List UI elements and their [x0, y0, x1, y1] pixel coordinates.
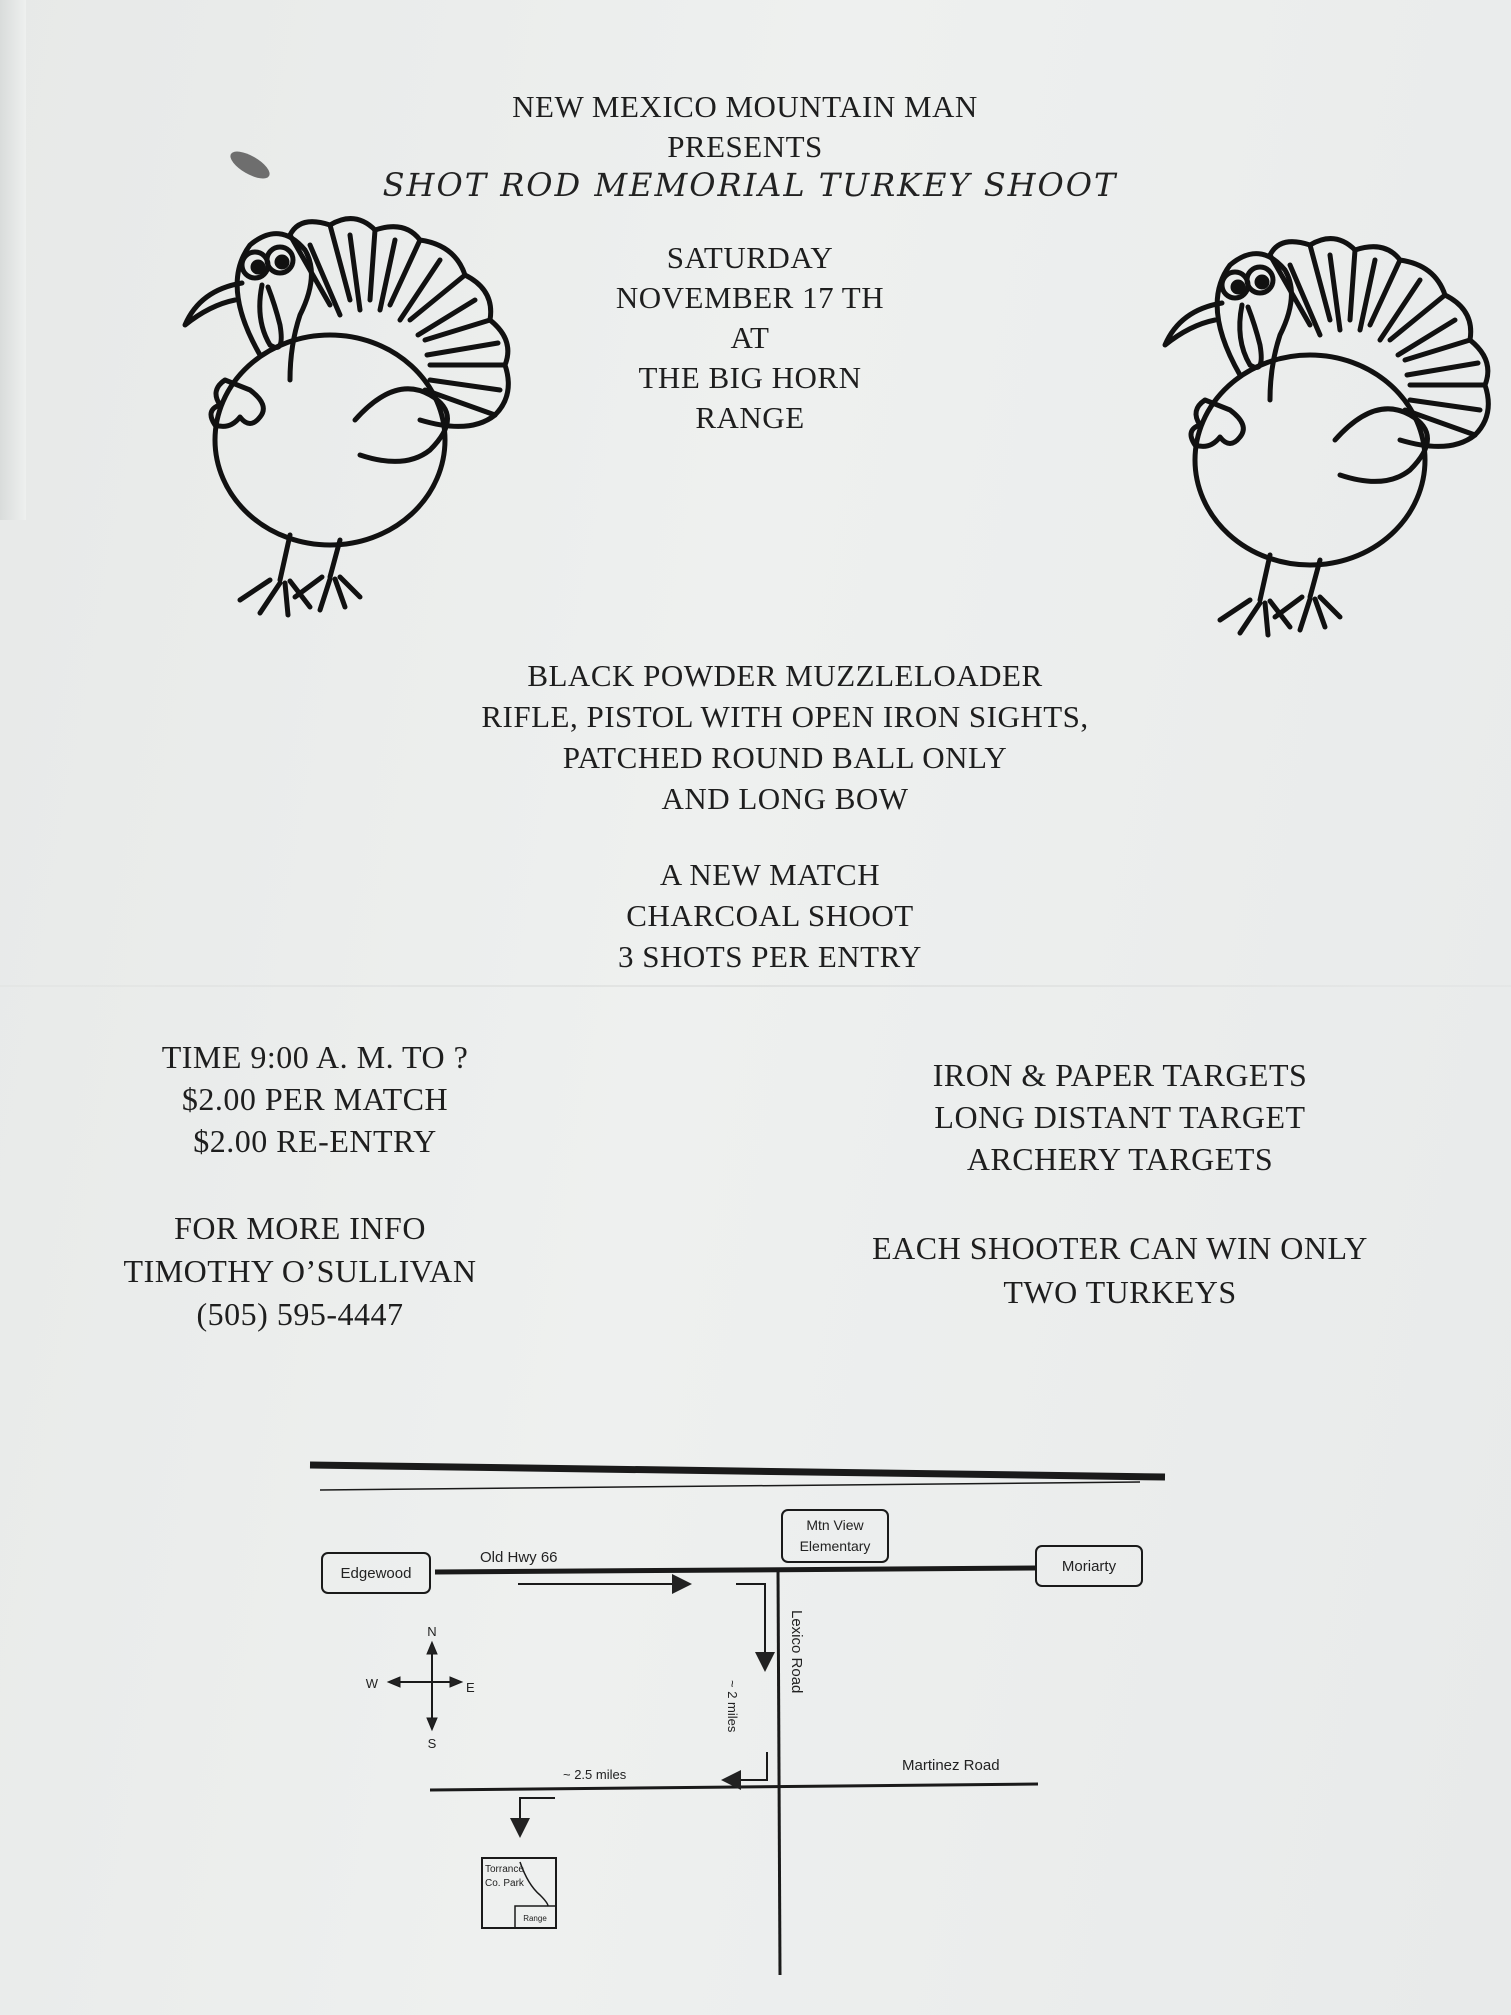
time-block: TIME 9:00 A. M. TO ? $2.00 PER MATCH $2.…: [105, 1036, 525, 1162]
turkey-illustration-icon: [182, 216, 511, 618]
compass-e-label: E: [466, 1680, 475, 1695]
reentry-line: $2.00 RE-ENTRY: [193, 1123, 437, 1159]
range-label: Range: [523, 1914, 547, 1923]
target-line: ARCHERY TARGETS: [966, 1141, 1274, 1177]
time-line: TIME 9:00 A. M. TO ?: [161, 1039, 469, 1075]
edgewood-label: Edgewood: [341, 1565, 412, 1582]
date-day: SATURDAY: [666, 240, 834, 275]
arrow-icon: [736, 1583, 775, 1672]
park-label: Torrance: [485, 1864, 524, 1875]
event-title: SHOT ROD MEMORIAL TURKEY SHOOT: [382, 166, 1118, 204]
new-match-line: CHARCOAL SHOOT: [626, 898, 914, 933]
target-line: IRON & PAPER TARGETS: [932, 1057, 1308, 1093]
date-date: NOVEMBER 17 TH: [615, 280, 885, 315]
contact-name: TIMOTHY O’SULLIVAN: [123, 1253, 477, 1289]
win-line: TWO TURKEYS: [1003, 1274, 1237, 1310]
date-at: AT: [730, 320, 770, 355]
turkey-illustration-icon: [1162, 236, 1491, 638]
target-line: LONG DISTANT TARGET: [934, 1099, 1306, 1135]
park-label-2: Co. Park: [485, 1878, 525, 1889]
paper-edge: [0, 0, 26, 520]
date-venue: THE BIG HORN: [638, 360, 862, 395]
compass-w-label: W: [366, 1676, 379, 1691]
two-miles-label: ~ 2 miles: [725, 1680, 740, 1733]
mtn-view-label: Mtn View: [806, 1517, 864, 1533]
martinez-road: [429, 1782, 1039, 1792]
paper-fold: [0, 985, 1511, 987]
old-hwy-road: [434, 1565, 1036, 1575]
rules-line: BLACK POWDER MUZZLELOADER: [527, 658, 1043, 693]
rules-line: PATCHED ROUND BALL ONLY: [562, 740, 1008, 775]
header-presents: PRESENTS: [667, 129, 823, 164]
map-border-line: [309, 1461, 1166, 1481]
targets-block: IRON & PAPER TARGETS LONG DISTANT TARGET…: [860, 1054, 1380, 1180]
edgewood-box: [321, 1552, 431, 1594]
rules-line: AND LONG BOW: [661, 781, 909, 816]
range-box: [514, 1905, 557, 1929]
map-border-line: [319, 1481, 1141, 1491]
info-line: FOR MORE INFO: [174, 1210, 426, 1246]
old-hwy-label: Old Hwy 66: [480, 1549, 558, 1566]
rules-line: RIFLE, PISTOL WITH OPEN IRON SIGHTS,: [481, 699, 1089, 734]
arrow-icon: [721, 1752, 768, 1790]
date-range: RANGE: [695, 400, 805, 435]
moriarty-label: Moriarty: [1062, 1558, 1117, 1575]
price-line: $2.00 PER MATCH: [181, 1081, 449, 1117]
new-match-line: 3 SHOTS PER ENTRY: [618, 939, 922, 974]
rules-block: BLACK POWDER MUZZLELOADER RIFLE, PISTOL …: [400, 655, 1170, 819]
date-block: SATURDAY NOVEMBER 17 TH AT THE BIG HORN …: [550, 238, 950, 438]
header-org: NEW MEXICO MOUNTAIN MAN: [512, 89, 978, 124]
compass-s-label: S: [428, 1736, 437, 1751]
info-block: FOR MORE INFO TIMOTHY O’SULLIVAN (505) 5…: [85, 1207, 515, 1336]
lexico-road-label: Lexico Road: [788, 1610, 805, 1693]
arrow-icon: [510, 1797, 555, 1838]
mtn-view-label-2: Elementary: [800, 1538, 871, 1554]
new-match-line: A NEW MATCH: [659, 857, 881, 892]
mtn-view-box: [781, 1509, 889, 1563]
new-match-block: A NEW MATCH CHARCOAL SHOOT 3 SHOTS PER E…: [520, 854, 1020, 977]
two-half-miles-label: ~ 2.5 miles: [563, 1767, 627, 1782]
contact-phone: (505) 595-4447: [196, 1296, 404, 1332]
win-block: EACH SHOOTER CAN WIN ONLY TWO TURKEYS: [800, 1226, 1440, 1314]
compass-icon: [386, 1640, 464, 1732]
park-path: [519, 1861, 549, 1907]
moriarty-box: [1035, 1545, 1143, 1587]
martinez-road-label: Martinez Road: [902, 1757, 1000, 1774]
win-line: EACH SHOOTER CAN WIN ONLY: [872, 1230, 1368, 1266]
compass-n-label: N: [427, 1624, 436, 1639]
lexico-road: [776, 1567, 782, 1976]
